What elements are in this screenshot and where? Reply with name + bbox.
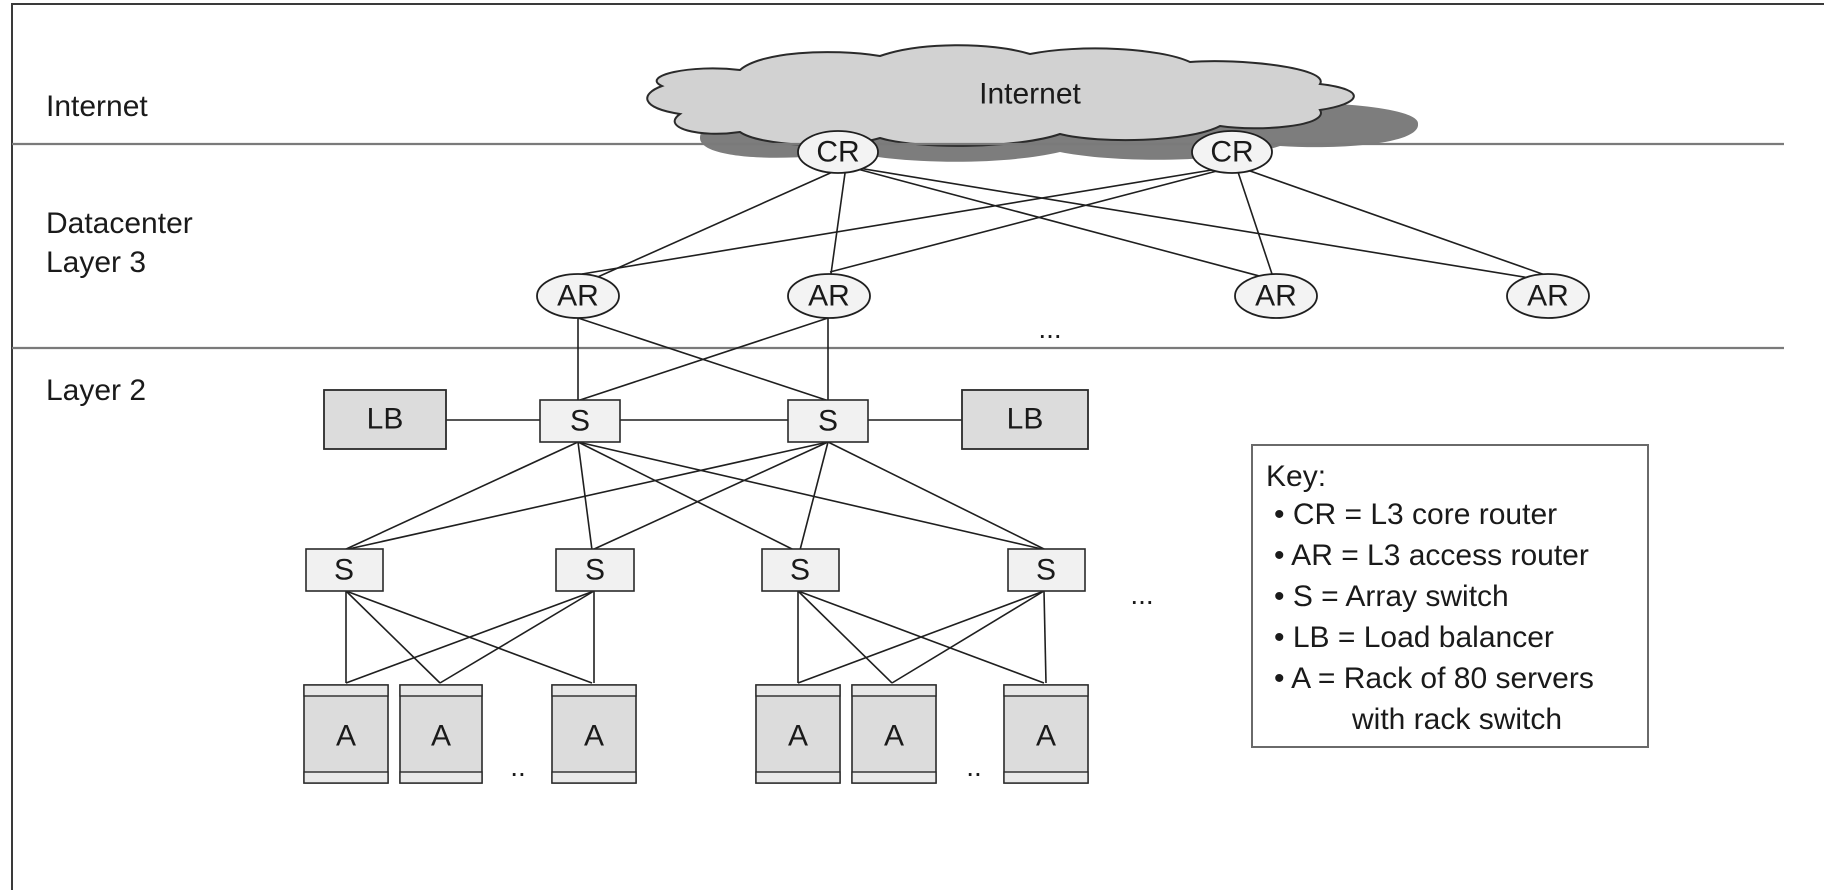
svg-text:A: A	[431, 720, 451, 753]
load-balancer-right: LB	[961, 389, 1089, 450]
link	[343, 441, 579, 551]
layer-label-layer2: Layer 2	[46, 374, 146, 407]
rack-3: A	[551, 684, 637, 784]
svg-text:AR: AR	[1527, 280, 1569, 313]
link	[891, 590, 1045, 684]
rack-5: A	[851, 684, 937, 784]
switch-lower-1: S	[305, 548, 384, 592]
rack-4: A	[755, 684, 841, 784]
link	[577, 441, 1047, 551]
link	[1043, 590, 1047, 684]
link	[845, 165, 1549, 282]
svg-text:A: A	[884, 720, 904, 753]
link	[581, 165, 847, 285]
links-switch-to-rack	[345, 590, 1047, 684]
svg-text:LB: LB	[367, 403, 404, 436]
link	[439, 590, 595, 684]
svg-text:S: S	[334, 554, 354, 587]
link	[827, 441, 1047, 551]
access-router-2: AR	[787, 273, 871, 319]
switch-lower-3: S	[761, 548, 840, 592]
svg-text:S: S	[818, 405, 838, 438]
link	[591, 441, 829, 551]
link	[1235, 165, 1549, 277]
layer-label-layer3: Layer 3	[46, 246, 146, 279]
link	[345, 590, 441, 684]
diagram-frame	[11, 3, 1824, 890]
svg-text:A: A	[336, 720, 356, 753]
svg-text:S: S	[790, 554, 810, 587]
svg-text:CR: CR	[816, 136, 859, 169]
link	[797, 590, 1045, 684]
link	[797, 590, 893, 684]
link	[829, 165, 847, 282]
rack-ellipsis-right: ..	[966, 751, 982, 782]
key-legend: Key: • CR = L3 core router • AR = L3 acc…	[1251, 444, 1649, 748]
core-router-left: CR	[797, 130, 879, 174]
links-access-to-switch	[577, 317, 829, 401]
layer-label-datacenter: Datacenter	[46, 207, 193, 240]
access-router-ellipsis: ...	[1038, 313, 1061, 344]
link	[343, 441, 829, 551]
link	[1235, 165, 1273, 275]
svg-text:A: A	[1036, 720, 1056, 753]
switch-top-1: S	[539, 399, 621, 443]
cloud-label: Internet	[979, 78, 1081, 111]
links-core-to-access	[581, 165, 1549, 285]
svg-text:AR: AR	[557, 280, 599, 313]
svg-text:A: A	[584, 720, 604, 753]
core-router-right: CR	[1191, 130, 1273, 174]
link	[581, 165, 1237, 275]
internet-cloud	[646, 44, 1355, 147]
access-router-3: AR	[1234, 273, 1318, 319]
link	[845, 165, 1279, 282]
switch-lower-2: S	[555, 548, 635, 592]
link	[345, 590, 595, 684]
rack-2: A	[399, 684, 483, 784]
link	[799, 441, 829, 551]
svg-text:S: S	[570, 405, 590, 438]
key-item-a-continuation: with rack switch	[1351, 703, 1562, 736]
link	[829, 165, 1237, 273]
svg-text:CR: CR	[1210, 136, 1253, 169]
svg-text:LB: LB	[1007, 403, 1044, 436]
svg-text:S: S	[1036, 554, 1056, 587]
key-item-s: • S = Array switch	[1274, 580, 1509, 613]
access-router-4: AR	[1506, 273, 1590, 319]
links-switch-to-switch	[343, 441, 1047, 551]
key-item-ar: • AR = L3 access router	[1274, 539, 1589, 572]
key-item-a: • A = Rack of 80 servers	[1274, 662, 1594, 695]
switch-ellipsis: ...	[1130, 579, 1153, 610]
key-title: Key:	[1266, 460, 1326, 493]
switch-top-2: S	[787, 399, 869, 443]
layer-label-internet: Internet	[46, 90, 148, 123]
rack-ellipsis-left: ..	[510, 751, 526, 782]
svg-text:A: A	[788, 720, 808, 753]
rack-6: A	[1003, 684, 1089, 784]
rack-1: A	[303, 684, 389, 784]
load-balancer-left: LB	[323, 389, 447, 450]
access-router-1: AR	[536, 273, 620, 319]
key-item-cr: • CR = L3 core router	[1274, 498, 1557, 531]
svg-text:S: S	[585, 554, 605, 587]
svg-text:AR: AR	[808, 280, 850, 313]
svg-text:AR: AR	[1255, 280, 1297, 313]
link	[579, 317, 829, 401]
key-item-lb: • LB = Load balancer	[1274, 621, 1554, 654]
link	[577, 441, 795, 551]
switch-lower-4: S	[1007, 548, 1086, 592]
